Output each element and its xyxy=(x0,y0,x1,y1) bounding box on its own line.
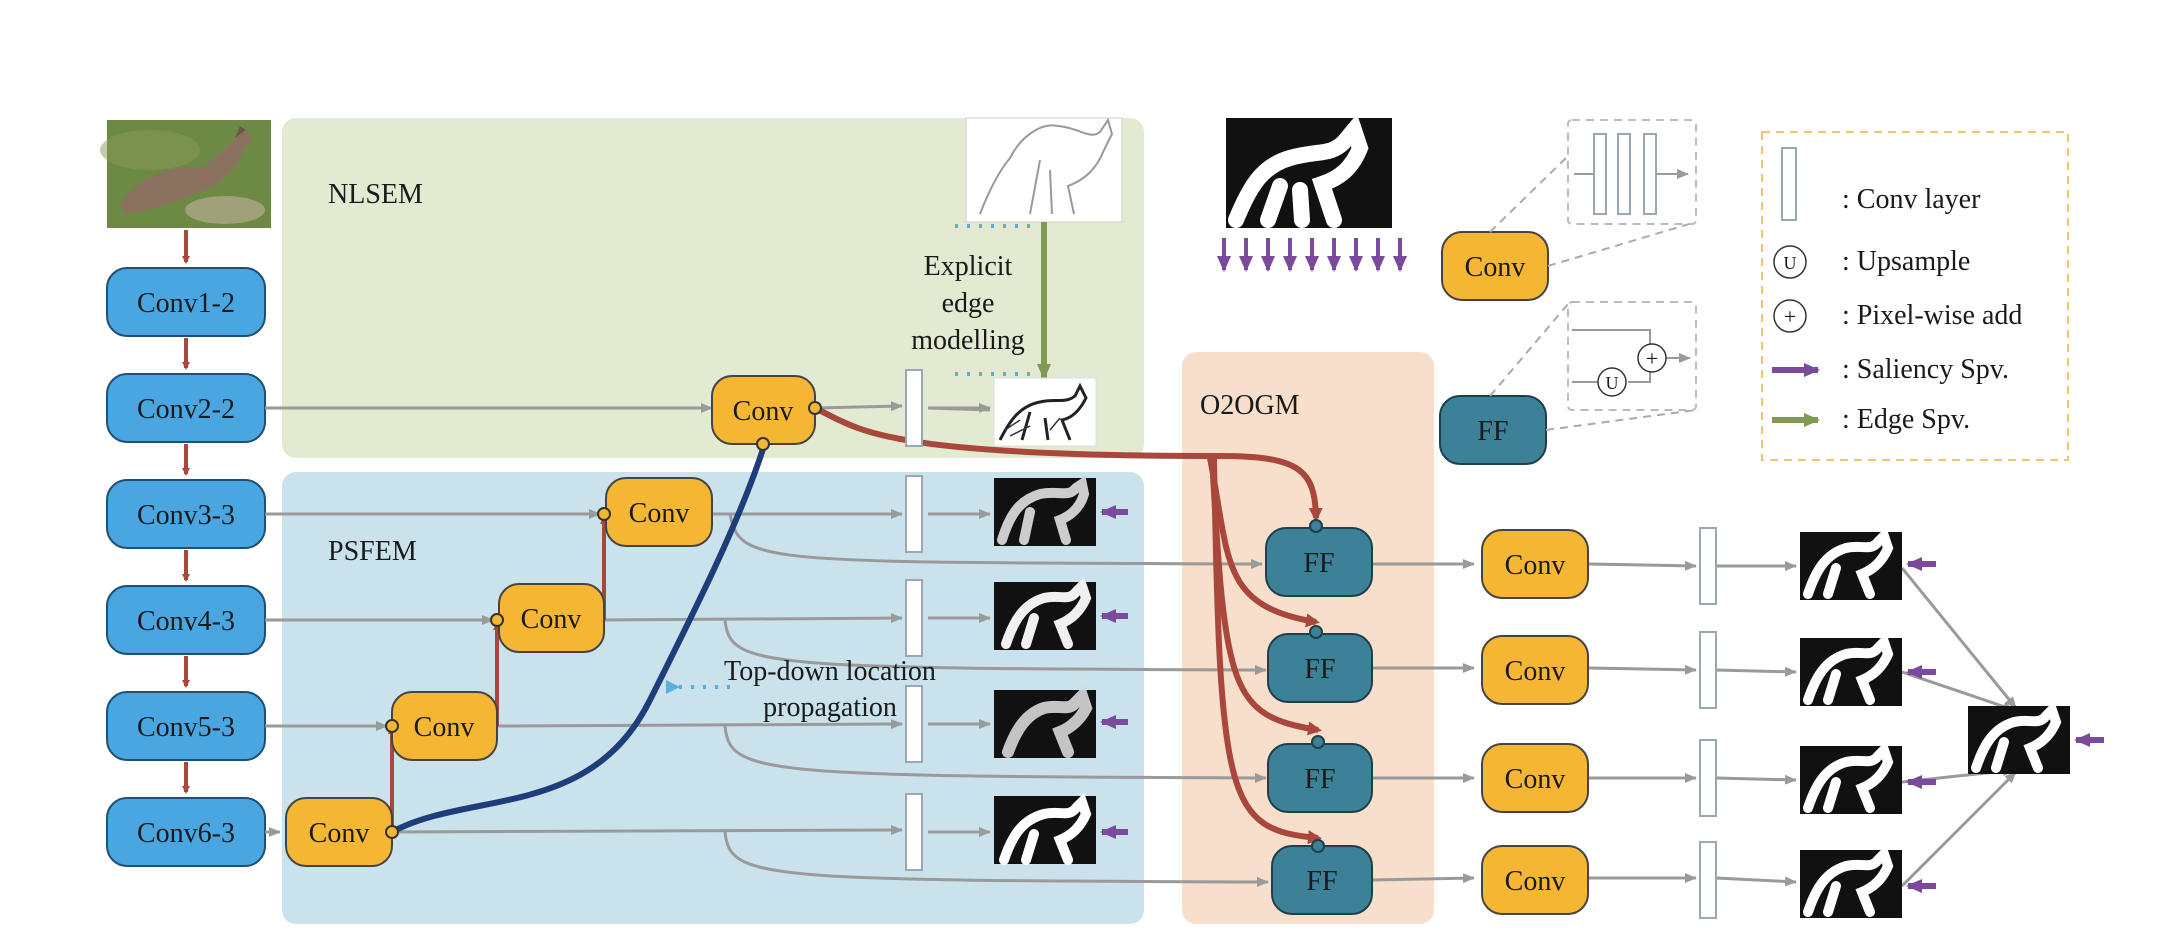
svg-text:Conv: Conv xyxy=(309,818,370,849)
svg-text:Conv: Conv xyxy=(629,498,690,529)
legend-pixel-add: + : Pixel-wise add xyxy=(1773,299,2022,333)
side-prediction-1 xyxy=(994,475,1096,546)
svg-text:modelling: modelling xyxy=(911,325,1025,356)
psfem-conv-3: Conv xyxy=(385,691,498,761)
detail-add-icon xyxy=(1637,343,1667,373)
output-predictions xyxy=(1800,526,2070,918)
output-saliency-arrows xyxy=(1906,557,2104,893)
gray-connections xyxy=(265,401,2018,888)
legend-conv-layer: : Conv layer xyxy=(1781,147,1981,221)
svg-text:FF: FF xyxy=(1306,866,1337,897)
svg-text:U: U xyxy=(1606,373,1619,393)
o2ogm-conv-4: Conv xyxy=(1481,845,1589,915)
nlsem-title: NLSEM xyxy=(328,179,423,210)
ff-block-1: FF xyxy=(1265,519,1373,597)
backbone-block-conv4-3: Conv4-3 xyxy=(106,585,266,655)
svg-text:Conv: Conv xyxy=(1505,656,1566,687)
legend-upsample: U : Upsample xyxy=(1773,245,1970,279)
svg-text:+: + xyxy=(1784,304,1796,329)
svg-text:Conv: Conv xyxy=(1505,550,1566,581)
svg-text:FF: FF xyxy=(1304,654,1335,685)
ff-block-2: FF xyxy=(1267,625,1373,703)
backbone-column: Conv1-2 Conv2-2 Conv3-3 Conv4-3 Conv5-3 … xyxy=(106,230,266,867)
svg-text:FF: FF xyxy=(1477,416,1508,447)
svg-text:FF: FF xyxy=(1303,548,1334,579)
svg-text:: Upsample: : Upsample xyxy=(1842,246,1970,277)
o2ogm-conv-1: Conv xyxy=(1481,529,1589,599)
backbone-block-conv3-3: Conv3-3 xyxy=(106,479,266,549)
legend: : Conv layer U : Upsample + : Pixel-wise… xyxy=(1761,131,2069,461)
svg-text:: Saliency Spv.: : Saliency Spv. xyxy=(1842,354,2009,385)
output-prediction-3 xyxy=(1800,740,1902,814)
red-connections xyxy=(388,405,1323,845)
gt-saliency-arrows xyxy=(1217,238,1407,272)
side-prediction-3 xyxy=(994,684,1096,758)
nlsem-region: NLSEM xyxy=(282,118,1144,458)
output-prediction-4 xyxy=(1800,844,1902,918)
conv-layers-side xyxy=(905,369,923,871)
edge-modelling-label: Explicit edge modelling xyxy=(911,251,1025,356)
detail-ff: FF + U xyxy=(1439,301,1697,465)
upsample-icon xyxy=(1773,245,1807,279)
backbone-block-conv1-2: Conv1-2 xyxy=(106,267,266,337)
nlsem-conv-block: Conv xyxy=(711,375,822,451)
o2ogm-conv-2: Conv xyxy=(1481,635,1589,705)
output-prediction-2 xyxy=(1800,632,1902,706)
edge-ground-truth xyxy=(965,117,1123,223)
backbone-block-conv6-3: Conv6-3 xyxy=(106,797,266,867)
detail-conv: Conv xyxy=(1441,119,1697,301)
add-icon xyxy=(1773,299,1807,333)
legend-saliency: : Saliency Spv. xyxy=(1772,354,2009,385)
backbone-block-conv2-2: Conv2-2 xyxy=(106,373,266,443)
svg-text:Explicit: Explicit xyxy=(924,251,1013,282)
psfem-region: PSFEM xyxy=(282,472,1144,924)
svg-text:+: + xyxy=(1646,346,1658,371)
legend-edge: : Edge Spv. xyxy=(1772,404,1970,435)
side-prediction-4 xyxy=(994,792,1096,865)
psfem-conv-2: Conv xyxy=(490,583,605,653)
svg-text:: Edge Spv.: : Edge Spv. xyxy=(1842,404,1970,435)
psfem-conv-4: Conv xyxy=(285,797,399,867)
svg-text:: Pixel-wise add: : Pixel-wise add xyxy=(1842,300,2022,331)
side-predictions xyxy=(994,475,1096,865)
fused-prediction xyxy=(1968,700,2070,774)
location-path xyxy=(390,445,767,835)
location-propagation-label: Top-down location propagation xyxy=(724,656,936,723)
svg-text:: Conv layer: : Conv layer xyxy=(1842,184,1981,215)
svg-text:Conv: Conv xyxy=(414,712,475,743)
svg-text:Conv5-3: Conv5-3 xyxy=(137,712,235,743)
svg-text:Conv: Conv xyxy=(1505,764,1566,795)
svg-text:Conv: Conv xyxy=(521,604,582,635)
svg-text:Conv4-3: Conv4-3 xyxy=(137,606,235,637)
svg-text:Top-down location: Top-down location xyxy=(724,656,936,687)
svg-text:edge: edge xyxy=(942,288,995,319)
output-prediction-1 xyxy=(1800,526,1902,600)
psfem-title: PSFEM xyxy=(328,536,417,567)
svg-text:Conv2-2: Conv2-2 xyxy=(137,394,235,425)
svg-text:Conv6-3: Conv6-3 xyxy=(137,818,235,849)
edge-prediction xyxy=(993,377,1097,447)
svg-text:Conv: Conv xyxy=(1505,866,1566,897)
svg-text:Conv1-2: Conv1-2 xyxy=(137,288,235,319)
svg-text:propagation: propagation xyxy=(763,692,897,723)
svg-text:Conv: Conv xyxy=(733,396,794,427)
psfem-conv-1: Conv xyxy=(597,477,713,547)
o2ogm-conv-3: Conv xyxy=(1481,743,1589,813)
ff-block-3: FF xyxy=(1267,735,1373,813)
input-image xyxy=(100,120,271,228)
side-saliency-arrows xyxy=(1100,505,1128,839)
side-prediction-2 xyxy=(994,576,1096,650)
saliency-ground-truth xyxy=(1226,113,1392,228)
ff-block-4: FF xyxy=(1271,839,1373,915)
svg-text:Conv: Conv xyxy=(1465,252,1526,283)
svg-text:U: U xyxy=(1784,253,1797,273)
svg-text:Conv3-3: Conv3-3 xyxy=(137,500,235,531)
backbone-block-conv5-3: Conv5-3 xyxy=(106,691,266,761)
conv-layers-output xyxy=(1699,527,1717,919)
svg-text:FF: FF xyxy=(1304,764,1335,795)
o2ogm-title: O2OGM xyxy=(1200,390,1300,421)
detail-upsample-icon xyxy=(1597,367,1627,397)
